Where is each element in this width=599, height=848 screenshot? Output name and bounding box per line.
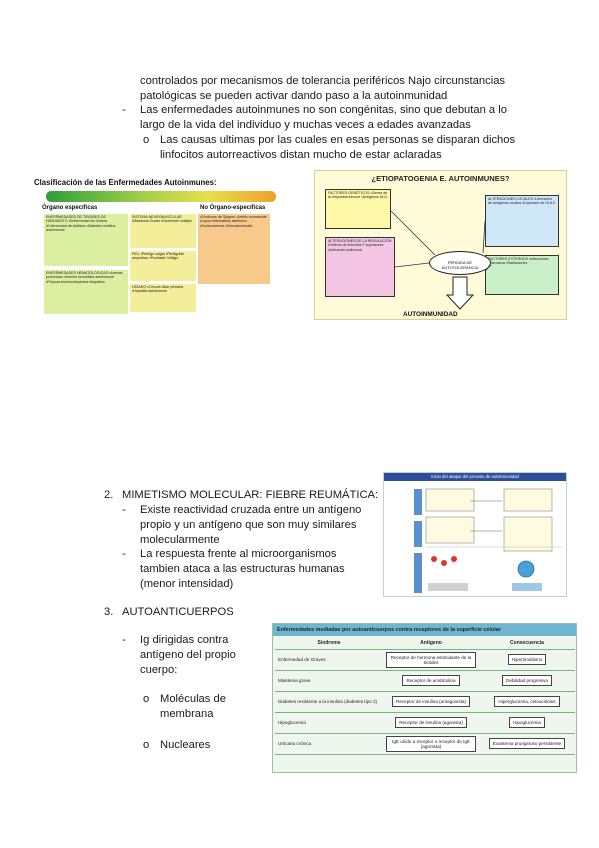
section-2-heading: MIMETISMO MOLECULAR: FIEBRE REUMÁTICA: — [122, 489, 379, 501]
box-regulacion: ALTERACIONES DE LA REGULACIÓN •Defecto d… — [325, 237, 395, 297]
table-row: Miastenia grave Receptor de acetilcolina… — [275, 670, 575, 692]
table-cell-antigeno: Receptor de insulina (antagonista) — [392, 696, 470, 707]
box-alteraciones-locales: ALTERACIONES LOCALES •Liberación de antí… — [485, 195, 559, 247]
bullet-autoinmunes-line-2: largo de la vida del individuo y muchas … — [140, 119, 471, 131]
table-cell-sindrome: Miastenia grave — [275, 670, 383, 692]
section-3-heading: AUTOANTICUERPOS — [122, 606, 234, 618]
table-cell-sindrome: Urticaria crónica — [275, 733, 383, 755]
box-sistemicas: •Síndrome de Sjögren •Artritis reumatoid… — [198, 214, 270, 284]
table-cell-antigeno: Receptor de insulina (agonista) — [395, 717, 467, 728]
subitem-membrana-line-2: membrana — [160, 708, 214, 720]
autoanticuerpos-dash: - — [122, 634, 126, 646]
table-row: Hipoglucemia Receptor de insulina (agoni… — [275, 712, 575, 734]
box-tiroides: ENFERMEDADES DE TIROIDES DE HASHIMOTO •E… — [44, 214, 128, 266]
mimetismo-item-1-line-1: Existe reactividad cruzada entre un antí… — [140, 504, 362, 516]
autoanticuerpos-line-2: antígeno del propio — [140, 649, 236, 661]
figure-mimetismo: Inicio del ataque del proceso de autoinm… — [383, 472, 567, 597]
table-cell-antigeno: Receptor de hormona estimulante de la ti… — [386, 651, 476, 668]
mimetismo-item-2-line-1: La respuesta frente al microorganismos — [140, 548, 337, 560]
mimetismo-item-1-line-3: molecularmente — [140, 534, 220, 546]
sub-bullet-causas-line-2: linfocitos autorreactivos distan mucho d… — [160, 149, 442, 161]
table-row: Enfermedad de Graves Receptor de hormona… — [275, 649, 575, 671]
table-cell-consecuencia: Hipoglucemia — [509, 717, 545, 728]
bullet-autoinmunes-line-1: Las enfermedades autoinmunes no son cong… — [140, 104, 507, 116]
section-2-number: 2. — [104, 489, 114, 501]
column-header-sindrome: Síndrome — [275, 638, 383, 650]
mimetismo-illustration — [414, 488, 562, 593]
table-cell-sindrome: Enfermedad de Graves — [275, 649, 383, 671]
subitem-nucleares-line-1: Nucleares — [160, 739, 211, 751]
mimetismo-item-2-line-3: (menor intensidad) — [140, 578, 234, 590]
box-factores-geneticos: FACTORES GENÉTICOS •Genes de la respuest… — [325, 189, 391, 229]
figure-receptores-title: Enfermedades mediadas por autoanticuerpo… — [273, 624, 576, 636]
column-header-consecuencia: Consecuencia — [479, 638, 575, 650]
etiopatogenia-arrows — [390, 210, 492, 310]
mimetismo-dash-1: - — [122, 504, 126, 516]
box-piel: PIEL •Pénfigo vulgar •Penfigoide ampollo… — [130, 251, 196, 281]
figure-etiopatogenia-title: ¿ETIOPATOGENIA E. AUTOINMUNES? — [371, 174, 510, 183]
subitem-membrana-marker: o — [143, 693, 150, 705]
mimetismo-item-1-line-2: propio y un antígeno que son muy similar… — [140, 519, 357, 531]
autoanticuerpos-line-1: Ig dirigidas contra — [140, 634, 229, 646]
subitem-nucleares-marker: o — [143, 739, 150, 751]
table-cell-sindrome: Hipoglucemia — [275, 712, 383, 734]
table-cell-consecuencia: Hipertiroidismo — [507, 654, 547, 665]
label-organo-especificas: Órgano específicas — [42, 205, 98, 211]
box-hematologicas: ENFERMEDADES HEMATOLÓGICAS •Anemia perni… — [44, 270, 128, 314]
figure-mimetismo-title: Inicio del ataque del proceso de autoinm… — [384, 473, 566, 481]
figure-clasificacion: Clasificación de las Enfermedades Autoin… — [32, 174, 282, 320]
label-no-organo-especificas: No Órgano-específicas — [200, 205, 266, 211]
table-row: Urticaria crónica IgE unido a receptor o… — [275, 733, 575, 755]
sub-bullet-marker: o — [143, 134, 150, 146]
box-factores-externos: FACTORES EXTERNOS •Infecciones •Fármacos… — [485, 255, 559, 295]
figure-etiopatogenia: ¿ETIOPATOGENIA E. AUTOINMUNES? FACTORES … — [314, 170, 567, 320]
table-header-row: Síndrome Antígeno Consecuencia — [275, 638, 575, 650]
mimetismo-dash-2: - — [122, 548, 126, 560]
autoanticuerpos-line-3: cuerpo: — [140, 664, 178, 676]
sub-bullet-causas-line-1: Las causas ultimas por las cuales en esa… — [160, 134, 516, 146]
table-cell-sindrome: Diabetes resistente a la insulina (diabe… — [275, 691, 383, 713]
intro-line-1: controlados por mecanismos de tolerancia… — [140, 75, 506, 87]
box-neuromuscular: SISTEMA NEUROMUSCULAR •Miastenia Gravis … — [130, 214, 196, 248]
table-cell-antigeno: Receptor de acetilcolina — [402, 675, 460, 686]
center-autotolerancia: PÉRDIDA DE AUTOTOLERANCIA — [429, 251, 491, 275]
section-3-number: 3. — [104, 606, 114, 618]
gradient-arrow-bar — [46, 191, 276, 202]
bullet-dash: - — [122, 104, 126, 116]
subitem-membrana-line-1: Moléculas de — [160, 693, 226, 705]
figure-receptores: Enfermedades mediadas por autoanticuerpo… — [272, 623, 577, 773]
table-cell-antigeno: IgE unido a receptor o receptor de IgE (… — [386, 735, 476, 752]
table-cell-consecuencia: Debilidad progresiva — [502, 675, 552, 686]
column-header-antigeno: Antígeno — [383, 638, 479, 650]
receptores-table: Síndrome Antígeno Consecuencia Enfermeda… — [275, 638, 575, 755]
figure-clasificacion-title: Clasificación de las Enfermedades Autoin… — [34, 178, 217, 187]
mimetismo-item-2-line-2: tambien ataca a las estructuras humanas — [140, 563, 345, 575]
table-row: Diabetes resistente a la insulina (diabe… — [275, 691, 575, 713]
intro-line-2: patológicas se pueden activar dando paso… — [140, 90, 448, 102]
table-cell-consecuencia: Hiperglucemia, cetoacidosis — [494, 696, 560, 707]
box-higado: HÍGADO •Cirrosis biliar primaria •Hepati… — [130, 284, 196, 312]
table-cell-consecuencia: Exantema pruriginoso persistente — [488, 738, 566, 749]
label-autoinmunidad: AUTOINMUNIDAD — [403, 311, 458, 318]
